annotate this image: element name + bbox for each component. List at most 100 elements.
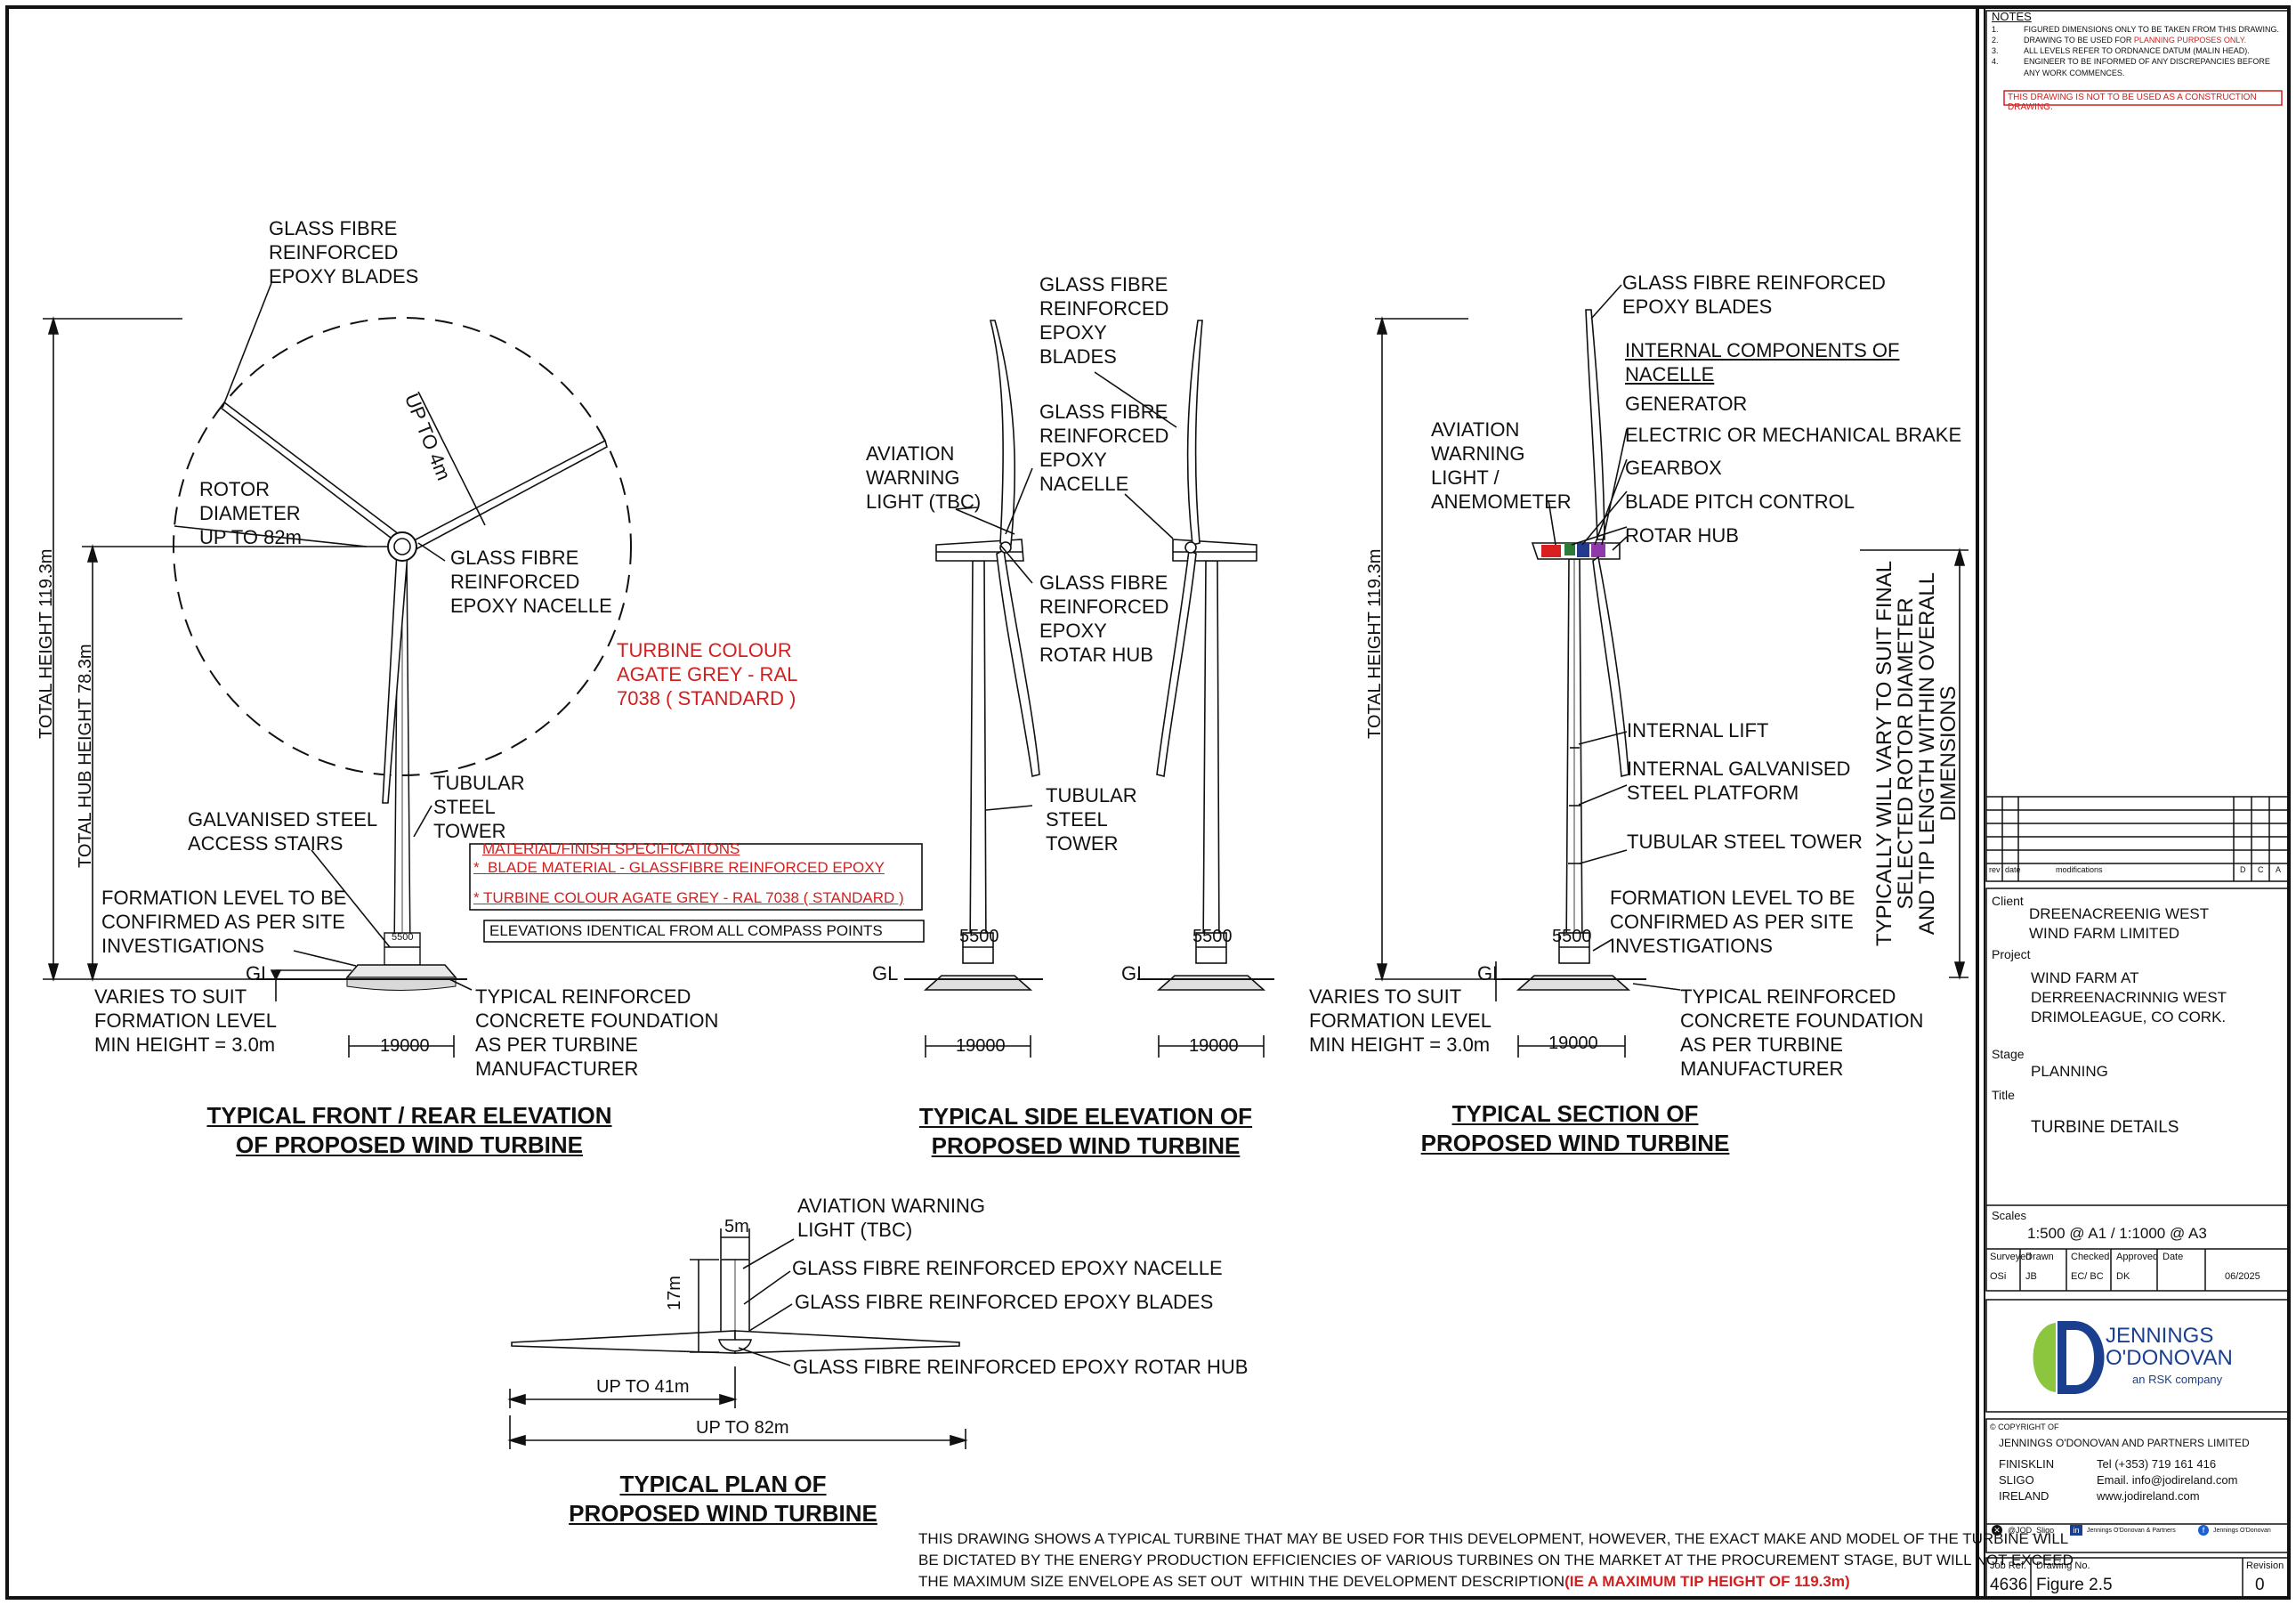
front-hub-height: TOTAL HUB HEIGHT 78.3m: [76, 644, 95, 868]
client-value: DREENACREENIG WEST WIND FARM LIMITED: [2029, 905, 2210, 943]
notes-list: 1.FIGURED DIMENSIONS ONLY TO BE TAKEN FR…: [1992, 24, 2285, 78]
revision-label: Revision: [2246, 1560, 2284, 1571]
company-name: JENNINGS O'DONOVAN AND PARTNERS LIMITED: [1999, 1437, 2250, 1449]
front-dim-19000: 19000: [380, 1036, 430, 1056]
section-aviation-label: AVIATION WARNING LIGHT / ANEMOMETER: [1431, 418, 1572, 514]
section-gl-label: GL: [1477, 962, 1504, 985]
plan-dim-41m: UP TO 41m: [596, 1377, 690, 1397]
company-address: FINISKLIN SLIGO IRELAND: [1999, 1457, 2055, 1504]
plan-blades-label: GLASS FIBRE REINFORCED EPOXY BLADES: [795, 1291, 1214, 1313]
side-elevation-drawing: [904, 320, 1274, 1058]
internal-components-label: INTERNAL COMPONENTS OF NACELLE: [1625, 339, 1900, 386]
spec-box-frame: [469, 843, 925, 943]
date-value: 06/2025: [2225, 1271, 2260, 1282]
section-varies-label: VARIES TO SUIT FORMATION LEVEL MIN HEIGH…: [1309, 985, 1492, 1057]
title-block-frame: [1985, 10, 2290, 1599]
rev-header-date: date: [2005, 865, 2021, 874]
rev-header-a: A: [2276, 865, 2282, 874]
x-icon: ✕: [1992, 1525, 2002, 1536]
surveyed-value: OSi: [1990, 1271, 2007, 1282]
drawing-no-value: Figure 2.5: [2036, 1576, 2113, 1594]
jennings-odonovan-logo: [2033, 1321, 2105, 1394]
revision-value: 0: [2255, 1576, 2265, 1594]
note-1: 1.FIGURED DIMENSIONS ONLY TO BE TAKEN FR…: [1992, 25, 2280, 34]
side-dim-5500-left: 5500: [959, 927, 999, 946]
surveyed-label: Surveyed: [1990, 1252, 2032, 1262]
plan-dim-17m: 17m: [665, 1276, 684, 1310]
front-blades-label: GLASS FIBRE REINFORCED EPOXY BLADES: [269, 217, 419, 288]
scales-value: 1:500 @ A1 / 1:1000 @ A3: [2027, 1225, 2207, 1242]
pitch-control-label: BLADE PITCH CONTROL: [1625, 490, 1855, 513]
approved-label: Approved: [2116, 1252, 2159, 1262]
project-value: WIND FARM AT DERREENACRINNIG WEST DRIMOL…: [2031, 969, 2227, 1026]
front-elevation-drawing: [43, 282, 632, 1058]
section-dim-5500: 5500: [1552, 927, 1592, 946]
plan-drawing: [507, 1228, 968, 1449]
elevations-note: ELEVATIONS IDENTICAL FROM ALL COMPASS PO…: [489, 922, 883, 939]
job-ref-value: 4636: [1990, 1576, 2028, 1594]
side-blades-label: GLASS FIBRE REINFORCED EPOXY BLADES: [1039, 273, 1169, 369]
checked-value: EC/ BC: [2071, 1271, 2104, 1282]
section-tower-label: TUBULAR STEEL TOWER: [1627, 831, 1863, 853]
linkedin-icon: in: [2070, 1525, 2082, 1536]
plan-aviation-label: AVIATION WARNING LIGHT (TBC): [797, 1195, 986, 1242]
company-contact: Tel (+353) 719 161 416 Email. info@jodir…: [2097, 1457, 2238, 1504]
rev-header-c: C: [2258, 865, 2264, 874]
copyright-label: © COPYRIGHT OF: [1990, 1423, 2059, 1431]
note-2: 2.DRAWING TO BE USED FOR PLANNING PURPOS…: [1992, 36, 2247, 45]
side-dim-19000-left: 19000: [956, 1036, 1006, 1056]
drawn-label: Drawn: [2025, 1252, 2054, 1262]
disclaimer-note: THIS DRAWING SHOWS A TYPICAL TURBINE THA…: [918, 1530, 2074, 1590]
notes-heading: NOTES: [1992, 10, 2032, 23]
front-total-height: TOTAL HEIGHT 119.3m: [36, 548, 56, 739]
plan-dim-82m: UP TO 82m: [696, 1418, 789, 1438]
approved-value: DK: [2116, 1271, 2130, 1282]
side-hub-label: GLASS FIBRE REINFORCED EPOXY ROTAR HUB: [1039, 571, 1169, 667]
typically-vary-label: TYPICALLY WILL VARY TO SUIT FINAL SELECT…: [1872, 560, 1960, 946]
turbine-colour-label: TURBINE COLOUR AGATE GREY - RAL 7038 ( S…: [617, 639, 798, 710]
side-dim-19000-right: 19000: [1189, 1036, 1239, 1056]
section-blades-label: GLASS FIBRE REINFORCED EPOXY BLADES: [1622, 272, 1886, 319]
construction-warning: THIS DRAWING IS NOT TO BE USED AS A CONS…: [2008, 93, 2257, 112]
internal-lift-label: INTERNAL LIFT: [1627, 719, 1769, 742]
project-label: Project: [1992, 947, 2031, 961]
side-gl-left: GL: [872, 962, 899, 985]
note-4: 4.ENGINEER TO BE INFORMED OF ANY DISCREP…: [1992, 57, 2270, 77]
plan-nacelle-label: GLASS FIBRE REINFORCED EPOXY NACELLE: [792, 1257, 1223, 1279]
rev-header-d: D: [2240, 865, 2246, 874]
rev-header-rev: rev: [1989, 865, 2001, 874]
section-dim-19000: 19000: [1548, 1034, 1598, 1053]
access-stairs-label: GALVANISED STEEL ACCESS STAIRS: [188, 808, 378, 855]
title-label: Title: [1992, 1088, 2015, 1102]
section-foundation-label: TYPICAL REINFORCED CONCRETE FOUNDATION A…: [1680, 985, 1924, 1081]
side-aviation-label: AVIATION WARNING LIGHT (TBC): [866, 442, 982, 514]
plan-hub-label: GLASS FIBRE REINFORCED EPOXY ROTAR HUB: [793, 1356, 1249, 1378]
logo-tagline: an RSK company: [2132, 1373, 2223, 1386]
drawing-no-label: Drawing No.: [2036, 1560, 2090, 1571]
front-gl-label: GL: [246, 962, 272, 985]
checked-label: Checked: [2071, 1252, 2110, 1262]
side-tower-label: TUBULAR STEEL TOWER: [1046, 784, 1137, 855]
rev-header-modifications: modifications: [2056, 865, 2103, 874]
spec-blade-material: * BLADE MATERIAL - GLASSFIBRE REINFORCED…: [473, 859, 885, 876]
generator-label: GENERATOR: [1625, 393, 1748, 415]
stage-label: Stage: [1992, 1047, 2025, 1061]
drawn-value: JB: [2025, 1271, 2037, 1282]
job-ref-label: Job Ref.: [1990, 1560, 2026, 1571]
spec-heading: MATERIAL/FINISH SPECIFICATIONS: [482, 840, 740, 857]
scales-label: Scales: [1992, 1209, 2027, 1222]
facebook-icon: f: [2198, 1525, 2209, 1536]
stage-value: PLANNING: [2031, 1063, 2108, 1080]
social-twitter[interactable]: ✕@JOD_Sligo: [1992, 1525, 2054, 1536]
section-total-height: TOTAL HEIGHT 119.3m: [1365, 548, 1385, 739]
front-nacelle-label: GLASS FIBRE REINFORCED EPOXY NACELLE: [450, 547, 612, 618]
